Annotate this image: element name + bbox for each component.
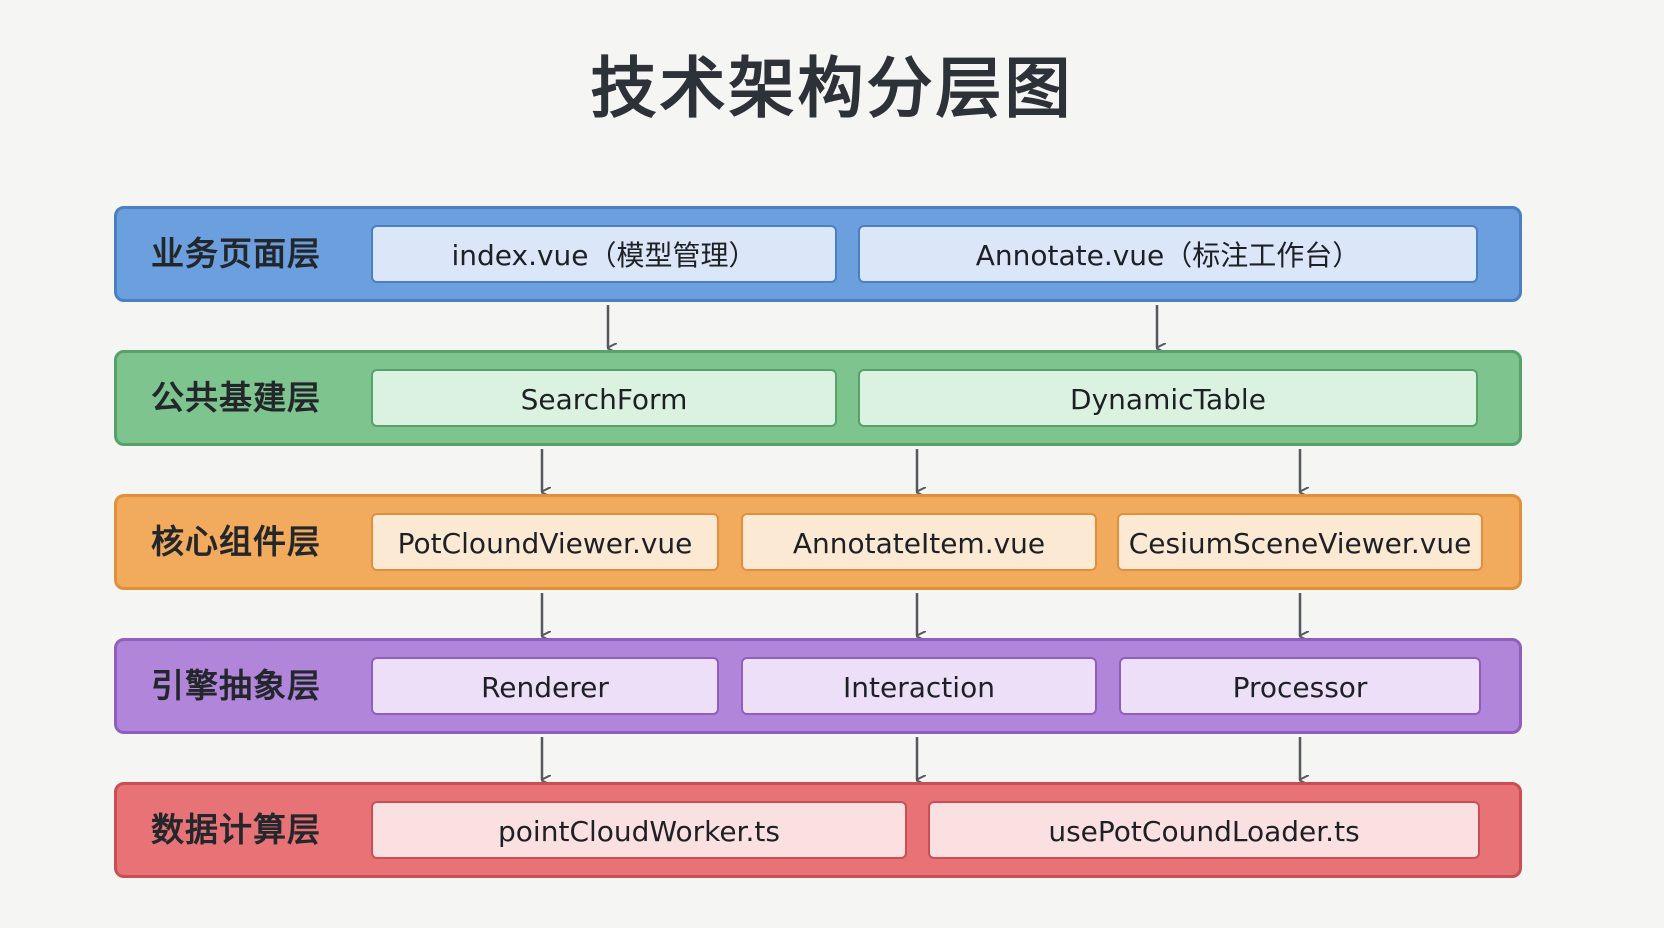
module-box: CesiumSceneViewer.vue	[1117, 513, 1483, 571]
module-box: Renderer	[371, 657, 719, 715]
layer-engine-abstraction: 引擎抽象层 Renderer Interaction Processor	[114, 638, 1522, 734]
module-box: PotCloundViewer.vue	[371, 513, 719, 571]
module-box: Annotate.vue（标注工作台）	[858, 225, 1478, 283]
layer-core-components: 核心组件层 PotCloundViewer.vue AnnotateItem.v…	[114, 494, 1522, 590]
layer-label: 数据计算层	[151, 810, 321, 849]
module-box: Processor	[1119, 657, 1481, 715]
module-box: Interaction	[741, 657, 1097, 715]
layer-label: 核心组件层	[151, 522, 321, 561]
arrows-purple-to-red	[540, 737, 1300, 780]
layer-business-pages: 业务页面层 index.vue（模型管理） Annotate.vue（标注工作台…	[114, 206, 1522, 302]
layer-common-infrastructure: 公共基建层 SearchForm DynamicTable	[114, 350, 1522, 446]
layer-data-computation: 数据计算层 pointCloudWorker.ts usePotCoundLoa…	[114, 782, 1522, 878]
layer-label: 业务页面层	[151, 234, 321, 273]
layer-label: 引擎抽象层	[151, 666, 321, 705]
arrows-blue-to-green	[606, 305, 1157, 348]
layer-label: 公共基建层	[151, 378, 321, 417]
module-box: pointCloudWorker.ts	[371, 801, 907, 859]
module-box: DynamicTable	[858, 369, 1478, 427]
arrows-orange-to-purple	[540, 593, 1300, 636]
arrows-green-to-orange	[540, 449, 1300, 492]
module-box: index.vue（模型管理）	[371, 225, 837, 283]
module-box: SearchForm	[371, 369, 837, 427]
diagram-title: 技术架构分层图	[590, 50, 1074, 127]
module-box: AnnotateItem.vue	[741, 513, 1097, 571]
module-box: usePotCoundLoader.ts	[928, 801, 1480, 859]
